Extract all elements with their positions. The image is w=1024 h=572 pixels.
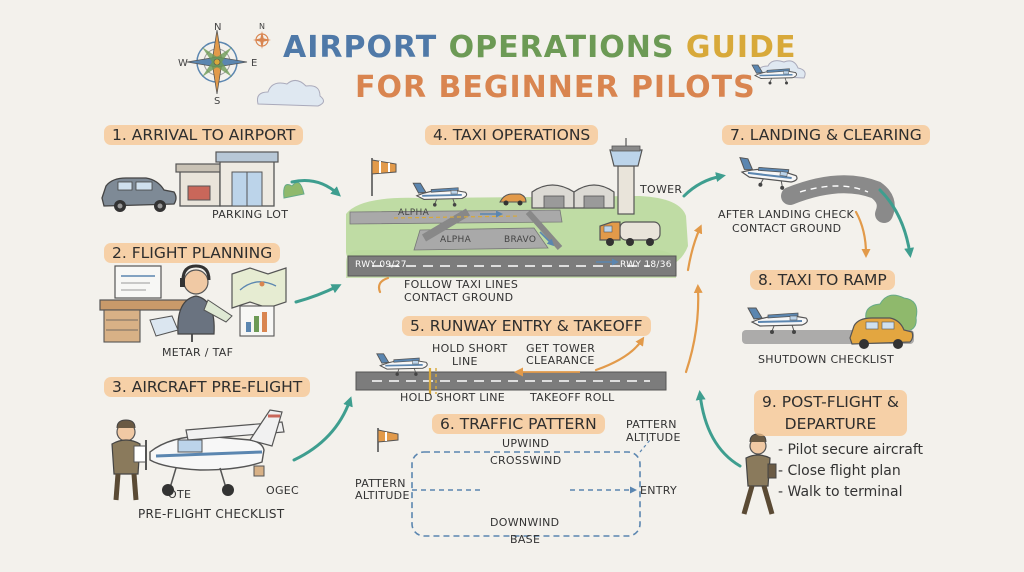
- title-text-line2: FOR BEGINNER PILOTS: [355, 70, 756, 105]
- label-clearance: CLEARANCE: [526, 354, 595, 367]
- airplane-icon: [735, 156, 800, 193]
- label-crosswind: CROSSWIND: [490, 454, 562, 467]
- post-flight-heading-line2: DEPARTURE: [784, 415, 877, 433]
- compass-n: N: [214, 22, 222, 33]
- compass-e: E: [251, 58, 258, 69]
- label-ogec: OGEC: [266, 484, 300, 497]
- section-heading-post-flight: 9. POST-FLIGHT & DEPARTURE: [754, 390, 908, 436]
- section-heading-preflight: 3. AIRCRAFT PRE-FLIGHT: [104, 377, 311, 397]
- label-get-tower: GET TOWER: [526, 342, 596, 355]
- label-takeoff-roll: TAKEOFF ROLL: [530, 391, 615, 404]
- label-pattern-altitude-right-1: PATTERN: [626, 418, 677, 431]
- section-heading-landing: 7. LANDING & CLEARING: [722, 125, 930, 145]
- label-hold-short-line: HOLD SHORT LINE: [400, 391, 506, 404]
- label-hold-short-line-top: LINE: [452, 355, 478, 368]
- fuel-truck-icon: [599, 221, 661, 246]
- label-tower: TOWER: [640, 183, 683, 196]
- label-ote: OTE: [168, 488, 192, 501]
- section-heading-taxi: 4. TAXI OPERATIONS: [425, 125, 599, 145]
- list-item: - Close flight plan: [778, 463, 901, 479]
- car-icon: [101, 177, 177, 212]
- page-title-line1: AIRPORT OPERATIONS GUIDE: [283, 30, 796, 66]
- compass-w: W: [178, 58, 189, 69]
- airplane-icon: [145, 409, 285, 496]
- taxi-area: [346, 196, 688, 278]
- post-flight-list: - Pilot secure aircraft - Close flight p…: [778, 440, 923, 503]
- building-icon: [175, 151, 305, 207]
- caption-after-landing-check: AFTER LANDING CHECK: [718, 208, 855, 221]
- section-heading-traffic-pattern: 6. TRAFFIC PATTERN: [432, 414, 605, 434]
- list-item: - Walk to terminal: [778, 484, 903, 500]
- label-upwind: UPWIND: [502, 437, 550, 450]
- caption-contact-ground-landing: CONTACT GROUND: [732, 222, 842, 235]
- label-pattern-altitude-left-2: ALTITUDE: [355, 489, 410, 502]
- caption-follow-taxi-lines: FOLLOW TAXI LINES: [404, 278, 519, 291]
- windsock-icon: [377, 428, 399, 452]
- section-heading-runway-takeoff: 5. RUNWAY ENTRY & TAKEOFF: [402, 316, 651, 336]
- compass-s: S: [214, 96, 221, 107]
- caption-shutdown-checklist: SHUTDOWN CHECKLIST: [758, 353, 895, 366]
- windsock-icon: [371, 158, 397, 196]
- arrow-icon: [290, 172, 915, 468]
- label-pattern-altitude-right-2: ALTITUDE: [626, 431, 681, 444]
- landing-runway: [781, 175, 895, 223]
- label-hold-short: HOLD SHORT: [432, 342, 508, 355]
- section-heading-flight-planning: 2. FLIGHT PLANNING: [104, 243, 281, 263]
- chart-icon: [239, 305, 275, 337]
- page-title-line2: FOR BEGINNER PILOTS: [355, 70, 756, 106]
- runway-takeoff: [355, 367, 667, 394]
- caption-parking-lot: PARKING LOT: [212, 208, 289, 221]
- label-rwy-right: RWY 18/36: [620, 260, 672, 270]
- title-text-line1: AIRPORT OPERATIONS GUIDE: [283, 30, 796, 65]
- label-entry: ENTRY: [640, 484, 678, 497]
- section-heading-arrival: 1. ARRIVAL TO AIRPORT: [104, 125, 304, 145]
- title-word: GUIDE: [685, 30, 797, 65]
- label-base: BASE: [510, 533, 541, 546]
- car-icon: [499, 193, 527, 206]
- compass-n2: N: [259, 22, 266, 31]
- label-pattern-altitude-left-1: PATTERN: [355, 477, 406, 490]
- label-alpha-bottom: ALPHA: [440, 235, 472, 245]
- title-word: OPERATIONS: [448, 30, 686, 65]
- hangar-icon: [531, 184, 615, 209]
- post-flight-heading-line1: 9. POST-FLIGHT &: [762, 393, 900, 411]
- caption-contact-ground-taxi: CONTACT GROUND: [404, 291, 514, 304]
- traffic-pattern-rect: [411, 439, 651, 537]
- label-alpha-top: ALPHA: [398, 208, 430, 218]
- label-rwy-left: RWY 09/27: [355, 260, 407, 270]
- list-item: - Pilot secure aircraft: [778, 442, 924, 458]
- title-word: AIRPORT: [283, 30, 449, 65]
- compass-rose-icon: [186, 29, 248, 95]
- map-icon: [149, 267, 287, 337]
- pilot-icon: [741, 433, 777, 515]
- label-downwind: DOWNWIND: [490, 516, 560, 529]
- tower-icon: [609, 138, 643, 215]
- small-compass-icon: [253, 31, 271, 49]
- pilot-icon: [111, 419, 147, 501]
- caption-preflight-checklist: PRE-FLIGHT CHECKLIST: [138, 507, 285, 521]
- pilot-icon: [177, 264, 233, 335]
- caption-metar-taf: METAR / TAF: [162, 346, 234, 359]
- label-bravo: BRAVO: [504, 235, 537, 245]
- arrow-icon: [377, 210, 871, 374]
- chart-icon: [114, 265, 162, 299]
- car-icon: [849, 317, 914, 349]
- section-heading-taxi-ramp: 8. TAXI TO RAMP: [750, 270, 895, 290]
